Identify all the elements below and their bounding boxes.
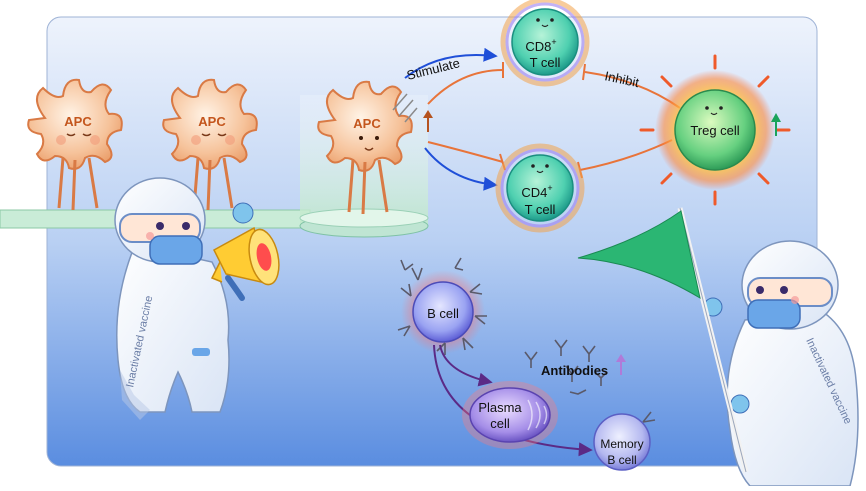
treg-inhibit-bar-cd8: [582, 63, 586, 81]
memory-label: Memory: [600, 437, 643, 451]
antibody-increase-arrowhead: [616, 354, 626, 362]
cd4-sublabel: T cell: [525, 202, 556, 217]
b-cell-receptors: [397, 257, 487, 355]
plasma-sublabel: cell: [490, 416, 510, 431]
stimulate-arrow-cd4: [424, 147, 498, 191]
flag-icon: [577, 207, 749, 473]
treg-cell: [639, 54, 791, 206]
doctor-left-figure: [114, 177, 254, 420]
apc-label-1: APC: [64, 114, 92, 129]
memory-sublabel: B cell: [607, 453, 636, 467]
cd4-label: CD4+: [521, 183, 552, 200]
memory-b-cell: [593, 411, 656, 471]
plasma-label: Plasma: [478, 400, 522, 415]
apc-inhibit-line-cd8: [427, 69, 504, 105]
stimulate-arrow-cd8: [404, 47, 498, 79]
cd8-t-cell: [500, 0, 590, 87]
apc-label-3: APC: [353, 116, 381, 131]
antibodies-label: Antibodies: [541, 363, 608, 378]
apc-cell-3: [317, 80, 418, 215]
megaphone-icon: [210, 226, 280, 286]
treg-increase-arrowhead: [771, 113, 781, 122]
apc-cell-2: [162, 78, 258, 211]
cd8-sublabel: T cell: [530, 55, 561, 70]
inhibit-label: Inhibit: [603, 68, 640, 90]
treg-label: Treg cell: [690, 123, 739, 138]
doctor-right-figure: [703, 240, 859, 487]
apc-inhibit-line-cd4: [427, 141, 504, 163]
apc-label-2: APC: [198, 114, 226, 129]
b-cell-label: B cell: [427, 306, 459, 321]
antibody-icons: [524, 339, 608, 395]
apc-increase-arrowhead: [423, 110, 433, 118]
b-to-plasma-arrow: [439, 344, 493, 387]
cd8-label: CD8+: [525, 37, 556, 54]
plasma-cell: [462, 381, 558, 449]
apc-cell-1: [27, 78, 123, 211]
b-cell: [397, 257, 487, 355]
cd4-t-cell: [495, 143, 585, 233]
